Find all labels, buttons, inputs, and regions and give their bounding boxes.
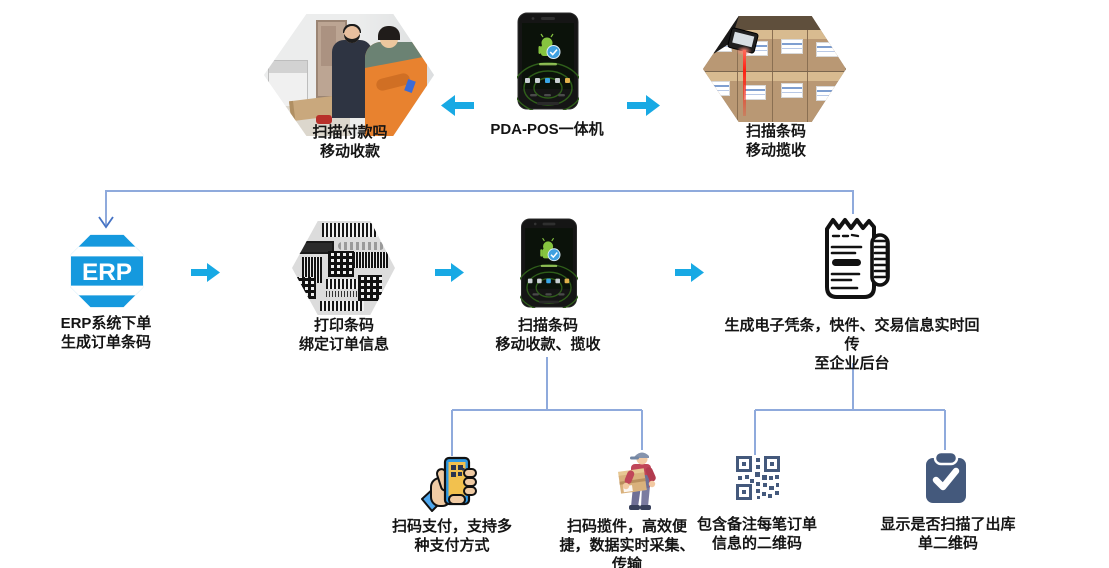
barcode-squiggle bbox=[338, 242, 384, 250]
erp-letters: ERP bbox=[82, 259, 132, 286]
android-logo-icon bbox=[540, 237, 561, 262]
flow-arrow-icon bbox=[435, 263, 464, 282]
barcode-strip bbox=[326, 279, 360, 289]
flow-arrow-icon bbox=[675, 263, 704, 282]
caption-e-receipt: 生成电子凭条，快件、交易信息实时回传 至企业后台 bbox=[724, 317, 980, 372]
caption-order-qr: 包含备注每笔订单 信息的二维码 bbox=[696, 516, 818, 552]
feedback-line bbox=[105, 190, 854, 225]
pda-device-flow bbox=[520, 218, 578, 308]
arrow-right-icon bbox=[627, 95, 660, 116]
photo-box-label bbox=[745, 86, 765, 99]
photo-person-left-head bbox=[344, 26, 360, 43]
left-branch-line bbox=[451, 357, 643, 456]
qr-block bbox=[328, 251, 354, 277]
caption-print-barcode: 打印条码 绑定订单信息 bbox=[298, 317, 390, 353]
flow-arrow-icon bbox=[191, 263, 220, 282]
arrow-left-icon bbox=[441, 95, 474, 116]
photo-ceiling bbox=[703, 16, 846, 30]
barcode-digits bbox=[326, 291, 362, 297]
courier-pickup-icon bbox=[618, 452, 656, 510]
caption-outbound-check: 显示是否扫描了出库 单二维码 bbox=[880, 516, 1016, 552]
caption-mobile-payment: 扫描付款吗 移动收款 bbox=[312, 124, 388, 160]
barcode-strip bbox=[302, 257, 322, 283]
photo-pos-terminal bbox=[316, 115, 332, 124]
photo-mobile-payment bbox=[264, 14, 434, 136]
outbound-check-clipboard-icon bbox=[926, 451, 966, 503]
photo-box-label bbox=[782, 40, 802, 53]
android-logo-icon bbox=[538, 33, 561, 59]
scan-pay-hand-phone-icon bbox=[421, 456, 477, 512]
photo-laser-beam bbox=[743, 50, 746, 116]
qr-block bbox=[358, 275, 382, 301]
caption-pda-pos-device: PDA-POS一体机 bbox=[490, 121, 604, 138]
caption-scan-barcode: 扫描条码 移动收款、揽收 bbox=[495, 317, 601, 353]
barcode-strip bbox=[350, 252, 388, 268]
pda-device-top bbox=[517, 12, 579, 110]
photo-box-label bbox=[782, 84, 802, 97]
caption-scan-pay: 扫码支付，支持多 种支付方式 bbox=[391, 518, 513, 554]
barcode-label bbox=[298, 241, 334, 254]
caption-scan-collect: 扫码揽件，高效便 捷，数据实时采集、 传输 bbox=[559, 518, 695, 568]
e-receipt-icon bbox=[825, 218, 890, 299]
erp-system-icon: ERP bbox=[70, 234, 144, 308]
feedback-arrowhead-icon bbox=[98, 216, 114, 229]
caption-erp-order: ERP系统下单 生成订单条码 bbox=[60, 315, 152, 351]
caption-mobile-pickup: 扫描条码 移动揽收 bbox=[745, 123, 807, 159]
order-qr-code-icon bbox=[736, 456, 780, 500]
barcode-strip bbox=[322, 223, 378, 237]
barcode-strip bbox=[320, 301, 364, 311]
right-branch-line bbox=[754, 363, 946, 455]
photo-person-right-hair bbox=[378, 26, 400, 40]
